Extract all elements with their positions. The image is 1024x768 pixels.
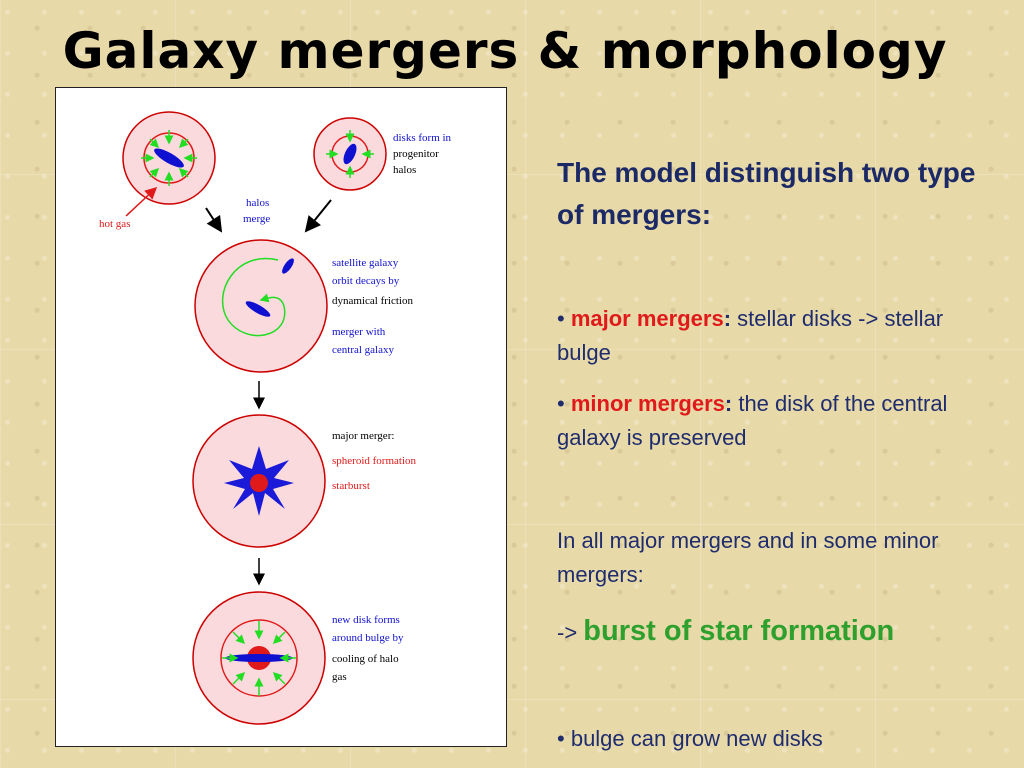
label-new-disk-1: new disk forms <box>332 614 400 626</box>
burst-of-star-formation: burst of star formation <box>583 615 895 647</box>
burst-arrow: -> <box>557 620 584 645</box>
bulge-new-disks-text: bulge can grow new disks <box>570 726 823 751</box>
label-disks-form-1: disks form in <box>393 132 452 144</box>
merger-diagram-svg: disks form in progenitor halos hot gas h… <box>99 111 452 725</box>
slide-title: Galaxy mergers & morphology <box>62 22 948 80</box>
bullet-marker: • <box>557 391 565 416</box>
bullet-marker: • <box>557 726 565 751</box>
label-disks-form-3: halos <box>393 164 416 176</box>
minor-mergers-bullet: • minor mergers: the disk of the central… <box>557 387 977 455</box>
label-new-disk-4: gas <box>332 671 347 683</box>
label-halos-merge-2: merge <box>243 213 270 225</box>
major-mergers-bullet: • major mergers: stellar disks -> stella… <box>557 302 977 370</box>
label-new-disk-3: cooling of halo <box>332 653 399 665</box>
bulge-new-disks-bullet: • bulge can grow new disks <box>557 722 977 756</box>
progenitor-halo-left <box>122 111 216 205</box>
label-merger-with-2: central galaxy <box>332 344 394 356</box>
label-starburst: starburst <box>332 480 370 492</box>
label-merger-with-1: merger with <box>332 326 386 338</box>
major-mergers-label: major mergers <box>570 306 724 331</box>
burst-line: -> burst of star formation <box>557 614 997 650</box>
label-halos-merge-1: halos <box>246 197 269 209</box>
merged-halo <box>194 239 328 373</box>
new-disk-halo <box>192 591 326 725</box>
starburst-halo <box>192 414 326 548</box>
label-satellite-1: satellite galaxy <box>332 257 399 269</box>
minor-mergers-text: the disk of the central galaxy is preser… <box>557 391 948 450</box>
label-new-disk-2: around bulge by <box>332 632 404 644</box>
major-colon: : <box>723 306 732 331</box>
label-spheroid: spheroid formation <box>332 455 417 467</box>
bullet-marker: • <box>557 306 565 331</box>
label-major-merger: major merger: <box>332 430 394 442</box>
major-minor-paragraph: In all major mergers and in some minor m… <box>557 528 939 587</box>
label-satellite-3: dynamical friction <box>332 295 413 307</box>
model-heading: The model distinguish two type of merger… <box>557 157 976 230</box>
merger-diagram: disks form in progenitor halos hot gas h… <box>55 87 507 747</box>
progenitor-halo-right <box>313 117 387 191</box>
major-mergers-text: stellar disks -> stellar bulge <box>557 306 944 365</box>
label-satellite-2: orbit decays by <box>332 275 400 287</box>
label-disks-form-2: progenitor <box>393 148 439 160</box>
label-hot-gas: hot gas <box>99 218 130 230</box>
minor-mergers-label: minor mergers <box>570 391 725 416</box>
minor-colon: : <box>724 391 733 416</box>
